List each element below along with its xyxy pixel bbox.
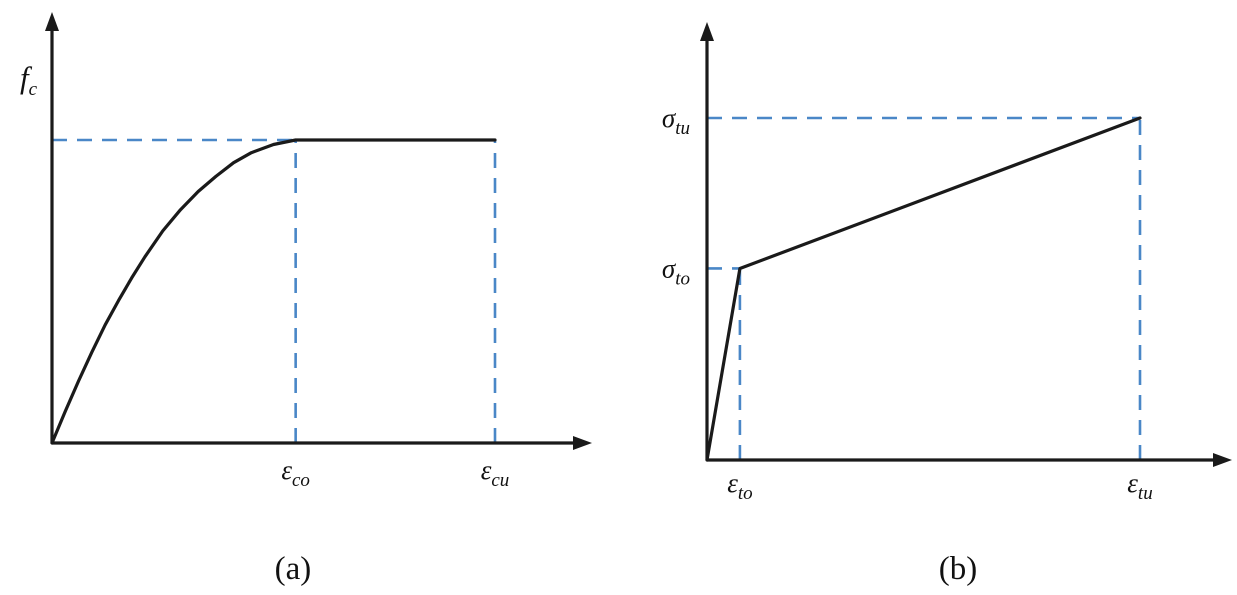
compression-stress-strain-curve <box>50 138 497 445</box>
x-axis-arrow-icon <box>1213 453 1232 467</box>
y-axis-arrow-icon <box>45 12 59 31</box>
math-label: εco <box>281 455 310 491</box>
math-label: σtu <box>662 103 690 139</box>
tension-bilinear-curve <box>705 116 1142 462</box>
chart-a: εco εcu fc <box>20 12 592 491</box>
caption-b: (b) <box>939 551 977 587</box>
y-axis-arrow-icon <box>700 22 714 41</box>
math-label: fc <box>20 60 38 100</box>
math-label: εcu <box>481 455 510 491</box>
caption-a: (a) <box>275 551 312 587</box>
x-axis-arrow-icon <box>573 436 592 450</box>
math-label: σto <box>662 253 690 289</box>
chart-b: εto εtu σtu σto <box>662 22 1232 504</box>
math-label: εto <box>727 468 752 504</box>
math-label: εtu <box>1127 468 1152 504</box>
